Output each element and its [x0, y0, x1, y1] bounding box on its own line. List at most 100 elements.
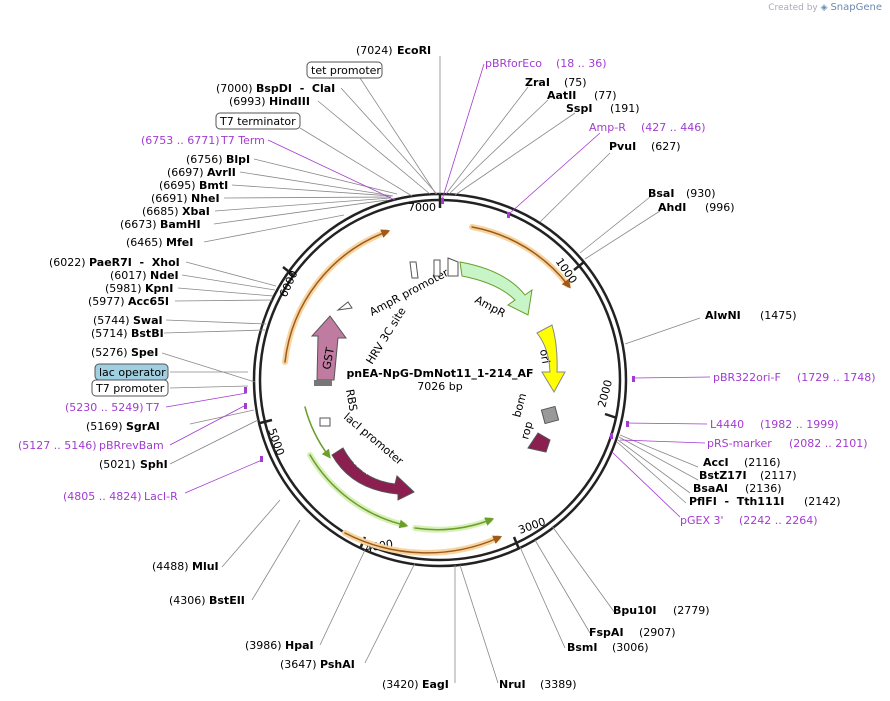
site-name: BstBI — [131, 327, 164, 340]
site-name: HindIII — [269, 95, 310, 108]
primer-range: (427 .. 446) — [641, 121, 706, 134]
site-name: BlpI — [226, 153, 250, 166]
site-name: EcoRI — [397, 44, 431, 57]
site-pos: (77) — [594, 89, 617, 102]
primer-name: pRS-marker — [707, 437, 772, 450]
site-name: SpeI — [131, 346, 158, 359]
site-pos: (6695) — [159, 179, 196, 192]
site-pos: (5977) — [88, 295, 125, 308]
primer-range: (5230 .. 5249) — [65, 401, 144, 414]
site-pos: (2779) — [673, 604, 710, 617]
hrv-feature[interactable] — [336, 301, 353, 311]
ampr-feature[interactable] — [459, 261, 533, 316]
site-pos: (7000) — [216, 82, 253, 95]
primer-range: (2082 .. 2101) — [789, 437, 868, 450]
site-pos: (6685) — [142, 205, 179, 218]
primer-range: (6753 .. 6771) — [141, 134, 220, 147]
gst-feature[interactable] — [310, 315, 347, 381]
primer-leader-lines — [165, 63, 711, 518]
site-name: FspAI — [589, 626, 624, 639]
tet-promoter-box[interactable] — [306, 61, 383, 79]
site-pos: (3647) — [280, 658, 317, 671]
t7-terminator-feature[interactable] — [433, 259, 441, 277]
site-pos: (2907) — [639, 626, 676, 639]
site-name: MluI — [192, 560, 219, 573]
site-pos: (6465) — [126, 236, 163, 249]
t7-promoter-box[interactable] — [91, 379, 169, 397]
primer-markers — [244, 198, 635, 462]
rop-feature[interactable] — [527, 432, 551, 453]
primer-range: (1729 .. 1748) — [797, 371, 876, 384]
primer-name: pBR322ori-F — [713, 371, 781, 384]
site-name: SgrAI — [126, 420, 160, 433]
site-name: ZraI — [525, 76, 550, 89]
site-name: AvrII — [207, 166, 236, 179]
site-leader-lines — [161, 56, 701, 684]
site-name: BstZ17I — [699, 469, 747, 482]
site-name: BsaAI — [693, 482, 728, 495]
site-pos: (5714) — [91, 327, 128, 340]
site-pos: (3006) — [612, 641, 649, 654]
site-name: SspI — [566, 102, 592, 115]
site-name: AatII — [547, 89, 576, 102]
site-name: PshAI — [320, 658, 355, 671]
gst-label: GST — [320, 346, 337, 370]
site-pos: (5744) — [93, 314, 130, 327]
site-name: BsaI — [648, 187, 674, 200]
site-pos: (2117) — [760, 469, 797, 482]
primer-range: (5127 .. 5146) — [18, 439, 97, 452]
primer-name: pBRforEco — [485, 57, 542, 70]
site-pos: (3420) — [382, 678, 419, 691]
snapgene-logo-icon: ◈ — [820, 3, 828, 13]
site-pos: (75) — [564, 76, 587, 89]
ampr-label: AmpR — [473, 293, 508, 320]
site-name: EagI — [422, 678, 449, 691]
primer-range: (18 .. 36) — [556, 57, 607, 70]
site-pos: (6022) — [49, 256, 86, 269]
site-name: NdeI — [150, 269, 179, 282]
site-pos: (5169) — [86, 420, 123, 433]
tick-label: 7000 — [408, 201, 436, 214]
site-pos: (4306) — [169, 594, 206, 607]
site-pos: (996) — [705, 201, 735, 214]
site-pos: (6691) — [151, 192, 188, 205]
credit-prefix: Created by — [768, 3, 818, 13]
primer-name: pBRrevBam — [99, 439, 164, 452]
ori-feature[interactable] — [536, 324, 566, 394]
tet-promoter-label: tet promoter — [311, 64, 381, 77]
site-name: AlwNI — [705, 309, 741, 322]
bom-label: bom — [510, 392, 529, 419]
site-name: Bpu10I — [613, 604, 657, 617]
primer-name: T7 Term — [220, 134, 265, 147]
primer-name: LacI-R — [144, 490, 178, 503]
site-pos: (1475) — [760, 309, 797, 322]
site-name: SwaI — [133, 314, 163, 327]
ori-label: ori — [537, 348, 552, 364]
site-pos: (6697) — [167, 166, 204, 179]
t7-terminator-box[interactable] — [215, 112, 301, 130]
rbs-label: RBS — [343, 388, 360, 412]
site-pos: (3389) — [540, 678, 577, 691]
primer-name: L4440 — [710, 418, 744, 431]
rbs-feature[interactable] — [314, 380, 332, 386]
primer-range: (4805 .. 4824) — [63, 490, 142, 503]
primer-range: (2242 .. 2264) — [739, 514, 818, 527]
site-pos: (2142) — [804, 495, 841, 508]
site-name: KpnI — [145, 282, 173, 295]
site-name: BmtI — [199, 179, 228, 192]
site-pos: (4488) — [152, 560, 189, 573]
site-name: AhdI — [658, 201, 686, 214]
plasmid-name: pnEA-NpG-DmNot11_1-214_AF — [346, 367, 533, 380]
tet-promoter-feature[interactable] — [409, 261, 419, 279]
site-name: NheI — [191, 192, 220, 205]
bom-feature[interactable] — [540, 405, 560, 425]
site-name: NruI — [499, 678, 526, 691]
ampr-promoter-feature[interactable] — [447, 257, 459, 277]
laci-promoter-feature[interactable] — [319, 417, 331, 427]
site-pos: (6017) — [110, 269, 147, 282]
site-name: AccI — [703, 456, 729, 469]
laci-feature[interactable] — [331, 447, 415, 501]
site-pos: (3986) — [245, 639, 282, 652]
site-pos: (5021) — [99, 458, 136, 471]
